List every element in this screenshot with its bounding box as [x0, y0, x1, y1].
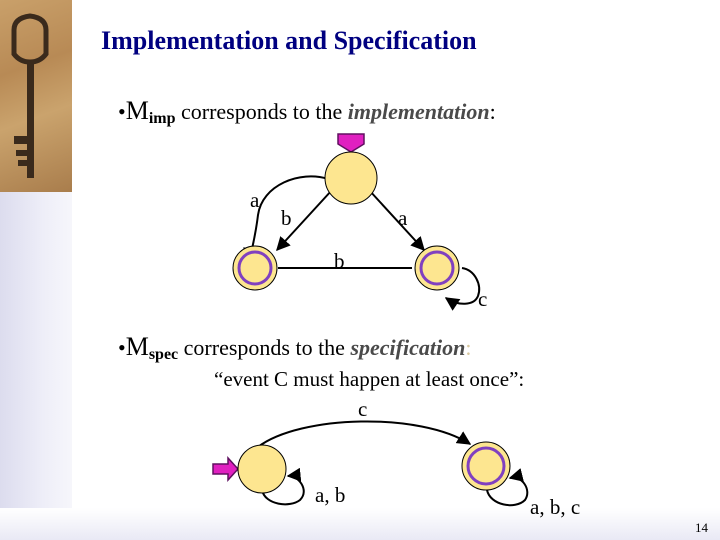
state-left-accepting	[232, 245, 278, 291]
initial-arrow	[337, 133, 365, 153]
state-left	[237, 444, 287, 494]
machine-subscript: imp	[148, 110, 176, 127]
bullet-suffix: :	[489, 99, 496, 124]
self-loop-right-state	[444, 267, 481, 311]
bullet-spec: •Mspec corresponds to the specification:	[118, 332, 471, 364]
self-loop-left-state	[261, 467, 305, 506]
key-photo	[0, 0, 72, 192]
implementation-automaton: a b a b c	[232, 133, 487, 311]
initial-arrow	[212, 456, 240, 482]
key-icon	[11, 13, 49, 178]
label-top-loop: a	[250, 188, 260, 212]
bullet-emphasis: implementation	[347, 99, 490, 124]
bullet-emphasis: specification	[350, 335, 466, 360]
machine-letter: M	[125, 332, 149, 361]
bullet-text: corresponds to the	[175, 99, 348, 124]
label-left-to-right: c	[358, 397, 367, 421]
label-left-right: b	[334, 249, 345, 273]
bottom-decorative-band	[0, 508, 720, 540]
page-number: 14	[695, 520, 708, 535]
machine-letter: M	[125, 96, 149, 125]
label-top-to-right: a	[398, 206, 408, 230]
label-right-loop: c	[478, 287, 487, 311]
state-right-accepting	[461, 441, 511, 491]
bullet-dot: •	[118, 99, 126, 124]
bullet-text: corresponds to the	[178, 335, 351, 360]
edge-top-to-left	[276, 189, 333, 252]
machine-subscript: spec	[148, 346, 179, 363]
label-left-loop: a, b	[315, 483, 345, 507]
label-right-loop: a, b, c	[530, 495, 580, 519]
bullet-dot: •	[118, 335, 126, 360]
label-top-to-left: b	[281, 206, 292, 230]
state-top	[324, 151, 378, 205]
spec-quote: “event C must happen at least once”:	[214, 367, 525, 391]
edge-top-to-right	[368, 189, 425, 252]
edge-left-to-right	[257, 420, 472, 448]
bullet-suffix: :	[465, 335, 472, 360]
bullet-imp: •Mimp corresponds to the implementation:	[118, 96, 496, 128]
self-loop-right-state	[486, 468, 529, 507]
state-right-accepting	[414, 245, 460, 291]
slide-title: Implementation and Specification	[101, 26, 477, 55]
specification-automaton: c a, b a, b, c	[212, 397, 580, 519]
